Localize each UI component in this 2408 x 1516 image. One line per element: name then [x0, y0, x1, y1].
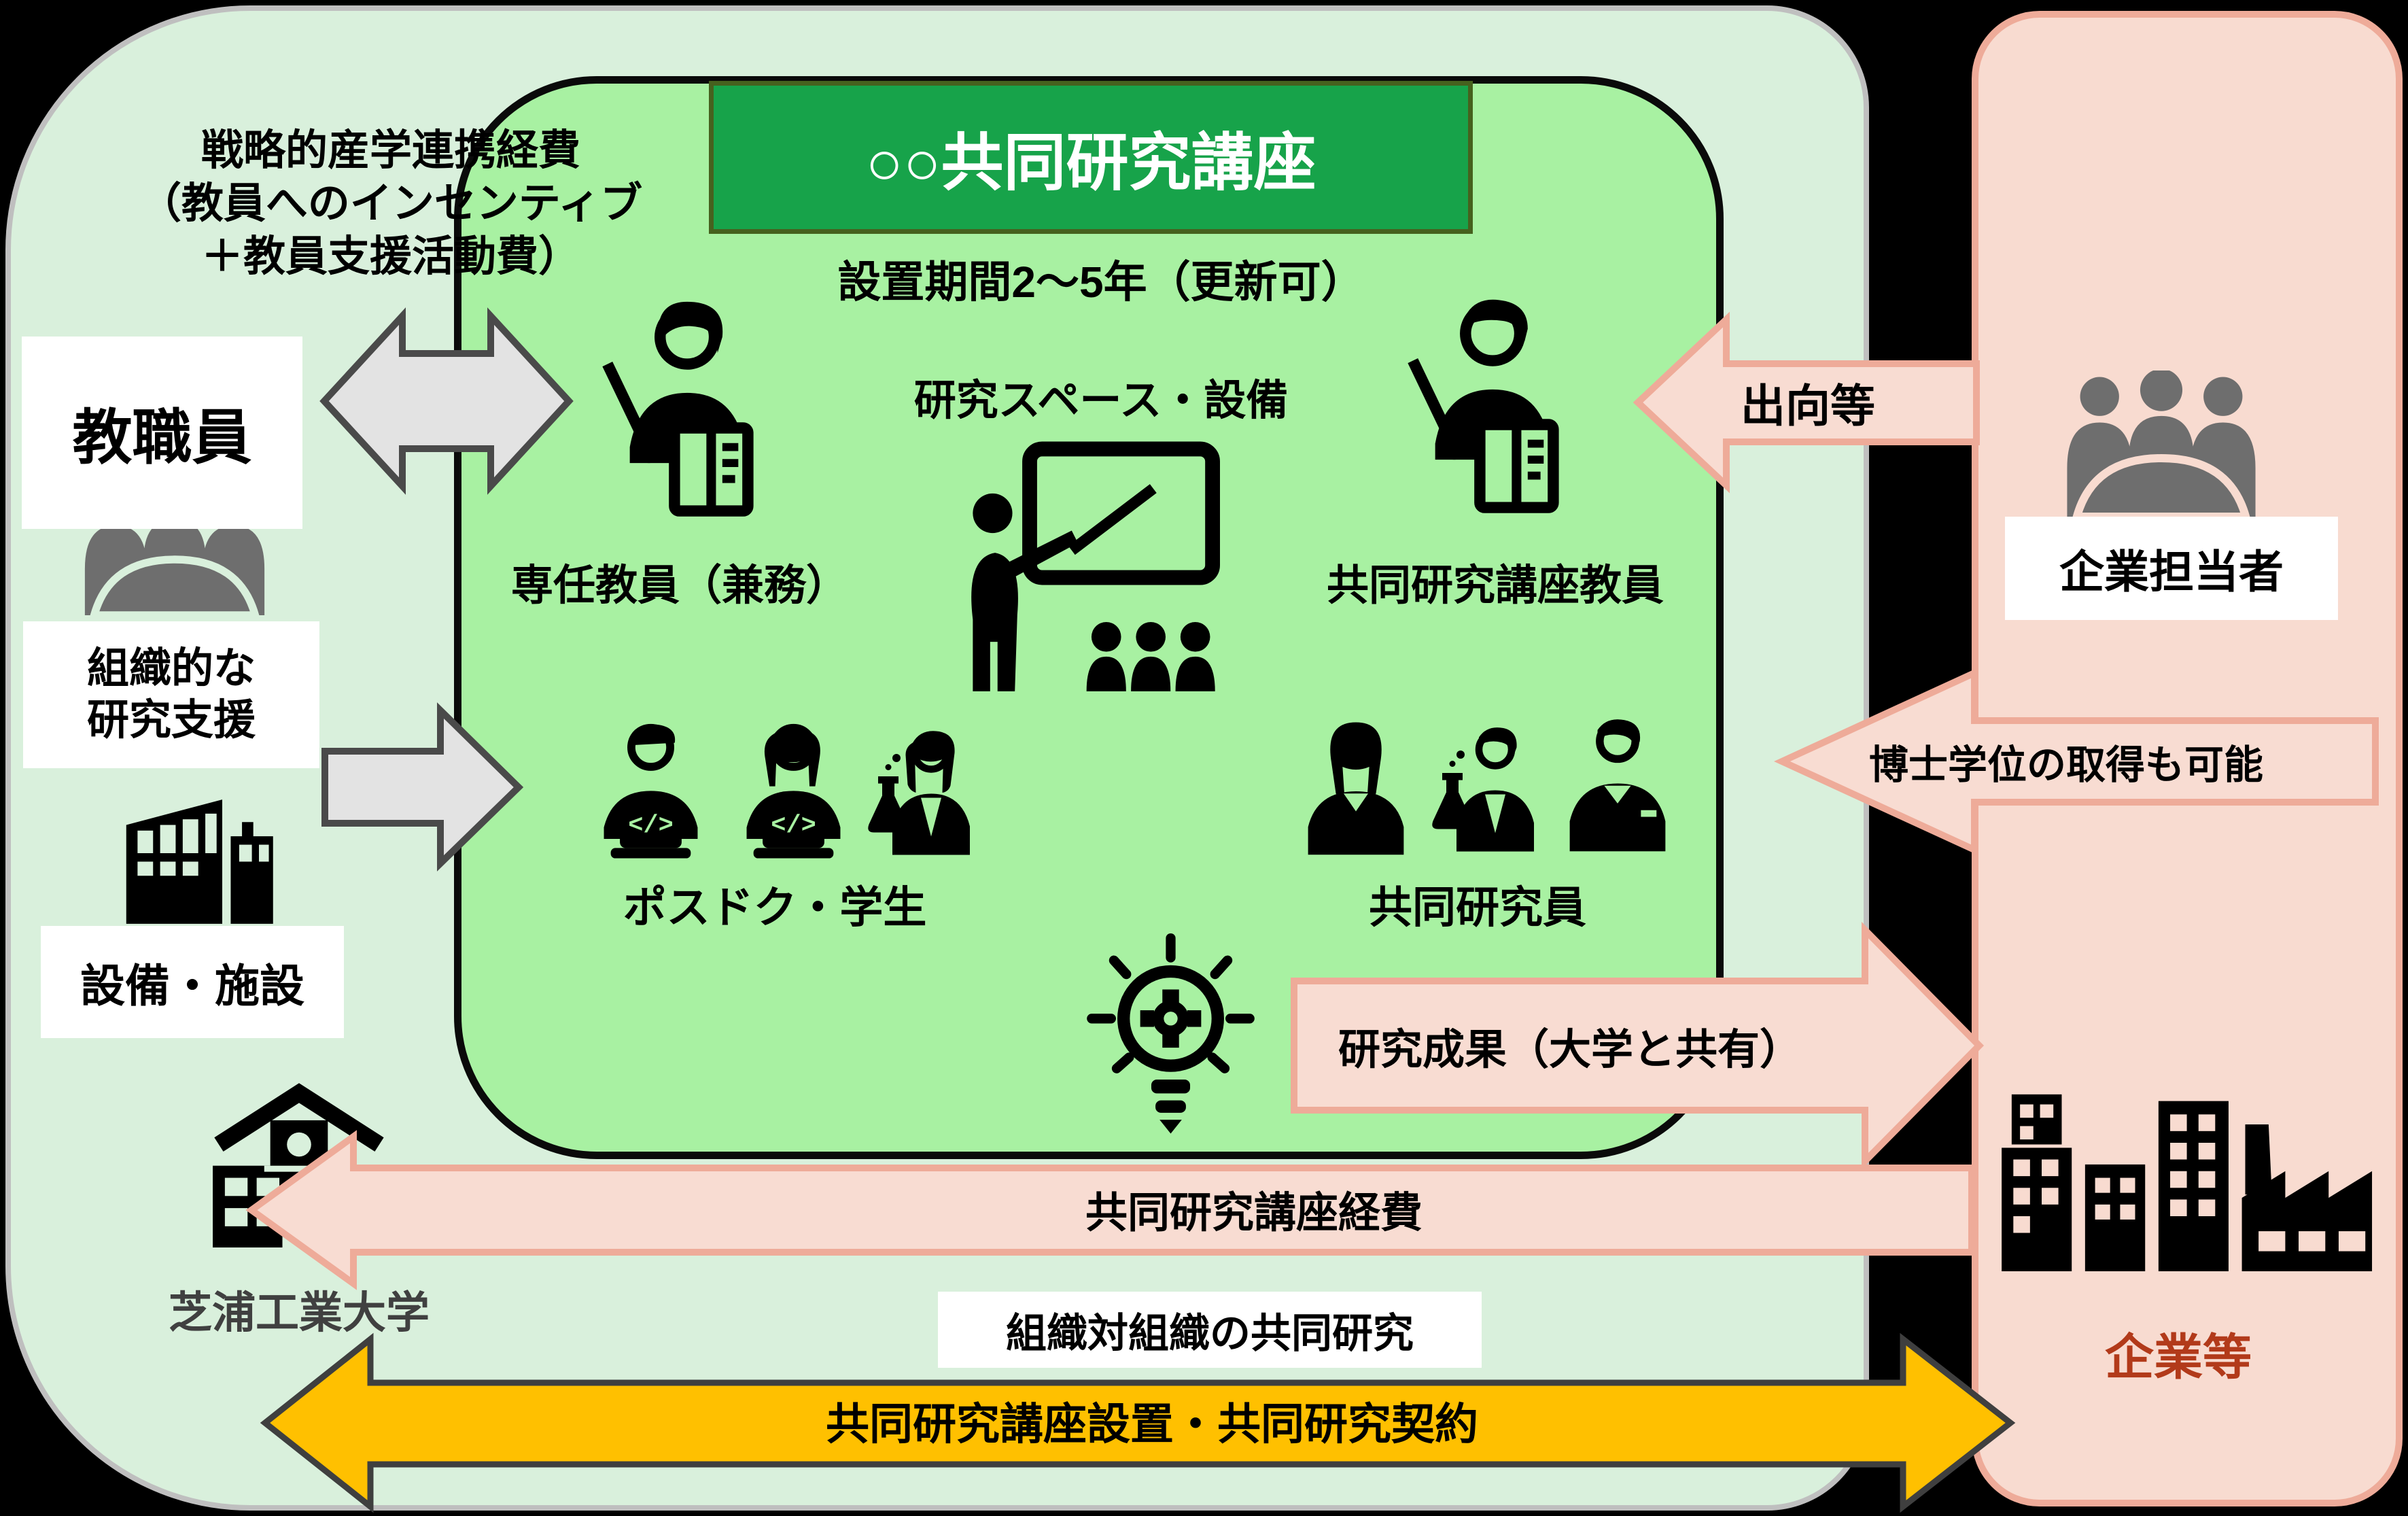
phd-label: 博士学位の取得も可能: [1868, 743, 2264, 787]
company-meeting-icon: [2067, 371, 2256, 517]
org-support-label: 組織的な 研究支援: [86, 645, 256, 744]
strategic-expense-label: 戦略的産学連携経費 （教員へのインセンティブ ＋教員支援活動費）: [139, 127, 643, 280]
org-research-label: 組織対組織の共同研究: [1006, 1310, 1414, 1356]
facilities-label: 設備・施設: [80, 960, 304, 1011]
scientist-icon: [868, 731, 970, 855]
staff-label: 教職員: [72, 404, 252, 471]
company-contact-box: 企業担当者: [2005, 517, 2338, 620]
researcher-woman-icon: [1308, 722, 1404, 855]
facilities-building-icon: [126, 799, 273, 924]
code-glyph: </>: [628, 812, 674, 840]
company-contact-label: 企業担当者: [2059, 547, 2284, 597]
org-research-box: 組織対組織の共同研究: [938, 1292, 1482, 1368]
secondment-label: 出向等: [1741, 381, 1875, 431]
laptop-person-icon: </>: [746, 723, 841, 859]
research-space-label: 研究スペース・設備: [913, 377, 1289, 424]
contract-label: 共同研究講座設置・共同研究契約: [826, 1400, 1478, 1449]
researcher-scientist-icon: [1432, 727, 1534, 852]
course-title-box: ○○共同研究講座: [709, 81, 1473, 234]
researcher-suit-icon: [1569, 719, 1666, 852]
school-icon: [213, 1083, 385, 1247]
lecturer-right-label: 共同研究講座教員: [1326, 562, 1664, 609]
staff-box: 教職員: [22, 337, 302, 529]
teacher-right-icon: [1408, 299, 1559, 513]
results-label: 研究成果（大学と共有）: [1338, 1027, 1802, 1073]
university-name: 芝浦工業大学: [169, 1288, 430, 1337]
company-name: 企業等: [2104, 1330, 2252, 1385]
researcher-label: 共同研究員: [1369, 883, 1586, 932]
laptop-person-icon: </>: [604, 723, 698, 859]
expense-label: 共同研究講座経費: [1085, 1190, 1423, 1237]
lecturer-left-label: 専任教員（兼務）: [510, 562, 849, 609]
course-period-label: 設置期間2～5年（更新可）: [837, 258, 1365, 307]
org-support-box: 組織的な 研究支援: [23, 621, 319, 768]
presenter-board-icon: [971, 441, 1220, 691]
postdoc-label: ポスドク・学生: [623, 883, 927, 932]
course-title: ○○共同研究講座: [865, 128, 1316, 198]
company-skyline-icon: [2002, 1094, 2373, 1271]
bulb-gear-icon: [1087, 933, 1255, 1134]
teacher-left-icon: [602, 301, 754, 517]
facilities-box: 設備・施設: [41, 926, 344, 1038]
code-glyph: </>: [771, 812, 816, 840]
